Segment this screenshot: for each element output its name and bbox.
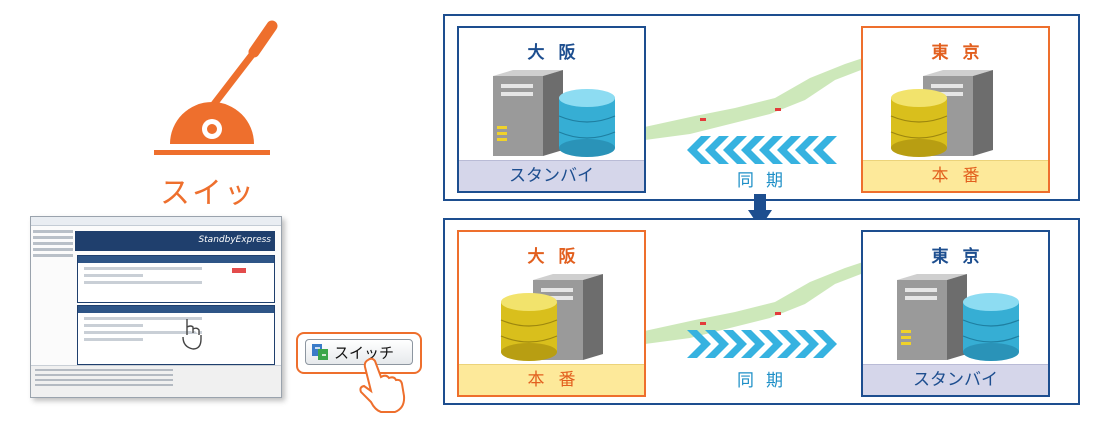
screenshot-titlebar xyxy=(31,217,281,226)
screenshot-panel-bottom xyxy=(77,305,275,365)
chevron-arrows-icon xyxy=(687,136,837,164)
server-icon xyxy=(493,70,563,156)
bottom-left-site-box: 大阪 本番 xyxy=(457,230,646,397)
switch-button-label: スイッチ xyxy=(334,344,395,362)
bottom-left-site-role: 本番 xyxy=(459,364,644,395)
screenshot-status-area xyxy=(31,365,281,397)
screenshot-brand: StandbyExpress xyxy=(198,235,271,245)
japan-map-graphic xyxy=(640,58,863,140)
switch-button[interactable]: スイッチ xyxy=(296,332,422,374)
hand-pointer-icon xyxy=(182,319,202,350)
top-right-site-name: 東京 xyxy=(931,43,994,63)
screenshot-appbar: StandbyExpress xyxy=(75,231,275,251)
top-left-site-role: スタンバイ xyxy=(459,160,644,191)
bottom-panel: 大阪 本番 同期 東京 xyxy=(443,218,1080,405)
screenshot-tree xyxy=(33,227,73,357)
database-icon xyxy=(962,293,1020,361)
hand-pointer-icon xyxy=(359,357,406,413)
database-icon xyxy=(890,89,948,157)
bottom-right-site-box: 東京 スタンバイ xyxy=(861,230,1050,397)
top-right-site-box: 東京 本番 xyxy=(861,26,1050,193)
top-right-site-role: 本番 xyxy=(863,160,1048,191)
bottom-right-site-name: 東京 xyxy=(931,247,994,267)
app-screenshot: StandbyExpress xyxy=(30,216,282,398)
top-left-site-name: 大阪 xyxy=(527,43,590,63)
switch-lever-icon xyxy=(154,20,278,155)
top-panel: 大阪 スタンバイ 同期 xyxy=(443,14,1080,201)
database-icon xyxy=(558,89,616,157)
database-icon xyxy=(500,293,558,361)
bottom-sync-label: 同期 xyxy=(737,371,795,391)
chevron-arrows-icon xyxy=(687,330,837,358)
japan-map-graphic xyxy=(640,262,863,344)
screenshot-panel-top xyxy=(77,255,275,303)
bottom-right-site-role: スタンバイ xyxy=(863,364,1048,395)
server-icon xyxy=(897,274,967,360)
top-left-site-box: 大阪 スタンバイ xyxy=(457,26,646,193)
bottom-left-site-name: 大阪 xyxy=(527,247,590,267)
switch-button-icon xyxy=(312,344,328,360)
top-sync-label: 同期 xyxy=(737,171,795,191)
